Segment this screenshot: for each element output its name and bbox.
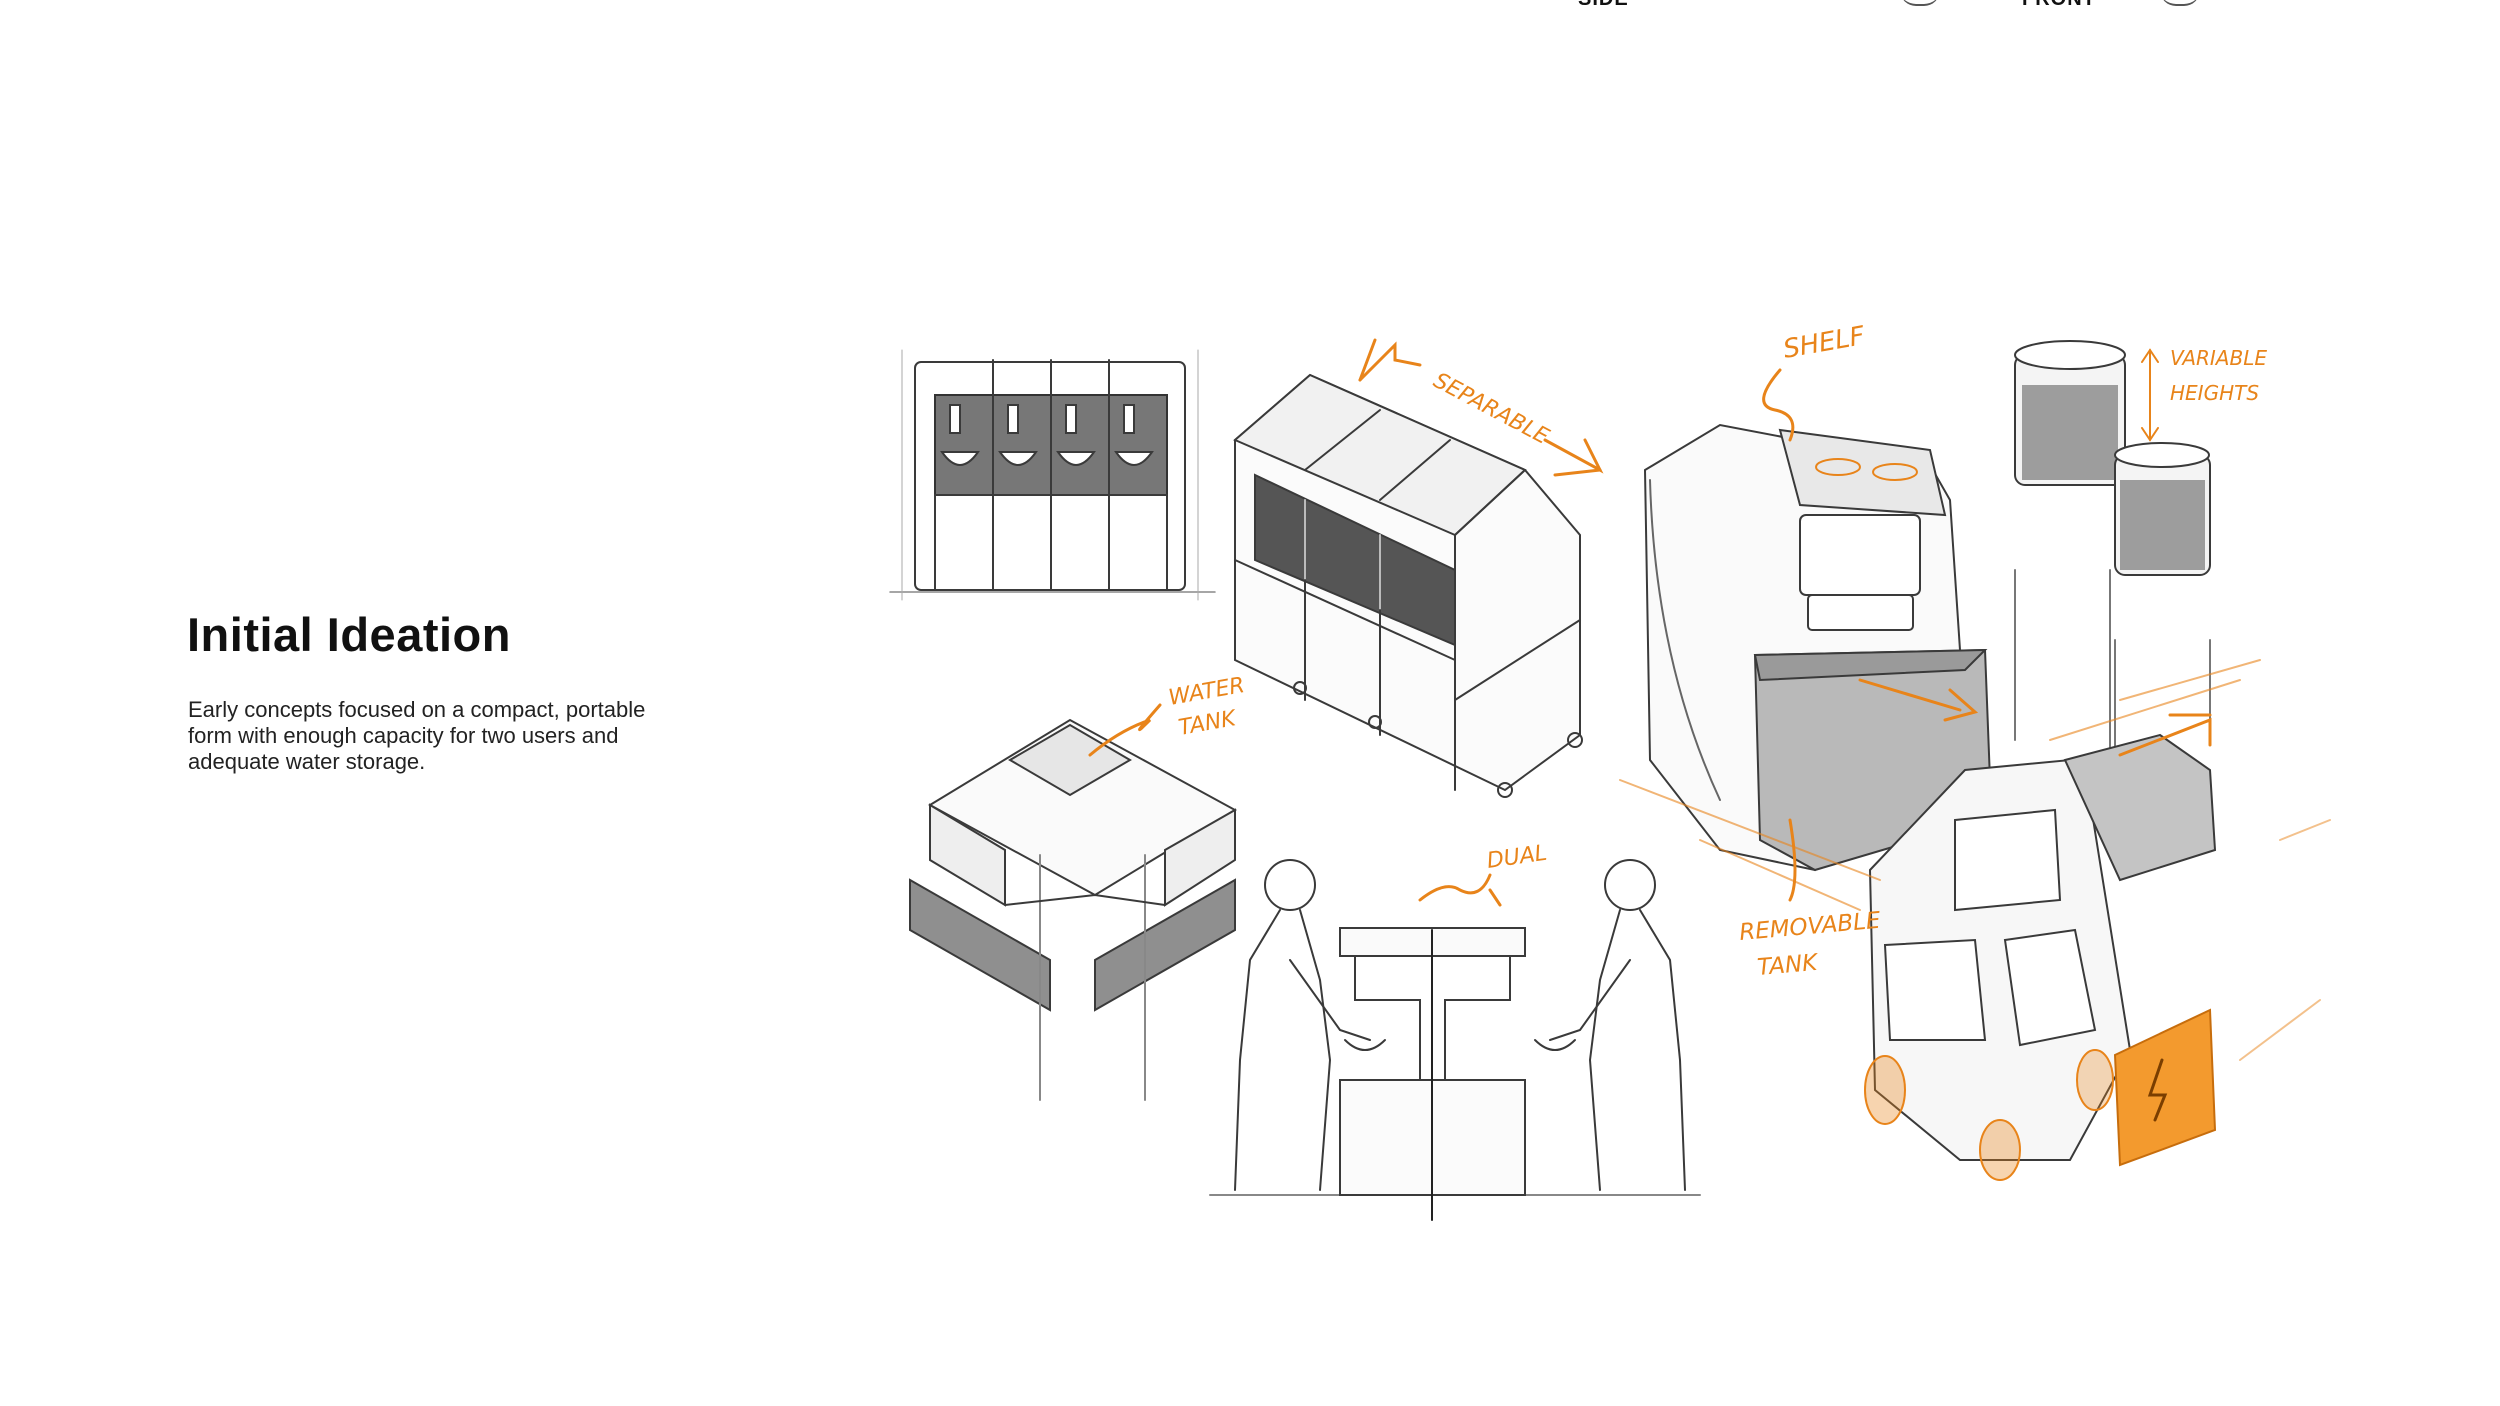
section-description: Early concepts focused on a compact, por… xyxy=(188,697,646,774)
modular-cart-sketch xyxy=(1233,373,1583,798)
annotation-water: WATER xyxy=(1167,673,1247,711)
mobile-cart-sketch xyxy=(1864,733,2217,1181)
two-users-sketch xyxy=(1209,859,1701,1221)
four-bay-front-sketch xyxy=(889,349,1216,601)
dual-module-isometric-sketch xyxy=(909,718,1238,1101)
annotation-heights: HEIGHTS xyxy=(2170,381,2259,405)
front-view-label: FRONT xyxy=(2022,0,2096,11)
annotation-shelf: SHELF xyxy=(1781,321,1868,365)
annotation-removable: REMOVABLE xyxy=(1738,908,1882,946)
annotation-removable-tank: TANK xyxy=(1756,950,1820,981)
variable-height-tanks-sketch xyxy=(2014,340,2211,761)
sketch-fragment xyxy=(2160,0,2200,6)
annotation-tank: TANK xyxy=(1177,706,1239,741)
shelf-unit-sketch xyxy=(1643,423,1992,872)
annotation-variable: VARIABLE xyxy=(2170,346,2267,370)
side-view-label: SIDE xyxy=(1578,0,1629,11)
annotation-dual: DUAL xyxy=(1485,841,1548,874)
sketch-fragment xyxy=(1900,0,1940,6)
section-title: Initial Ideation xyxy=(187,608,511,661)
